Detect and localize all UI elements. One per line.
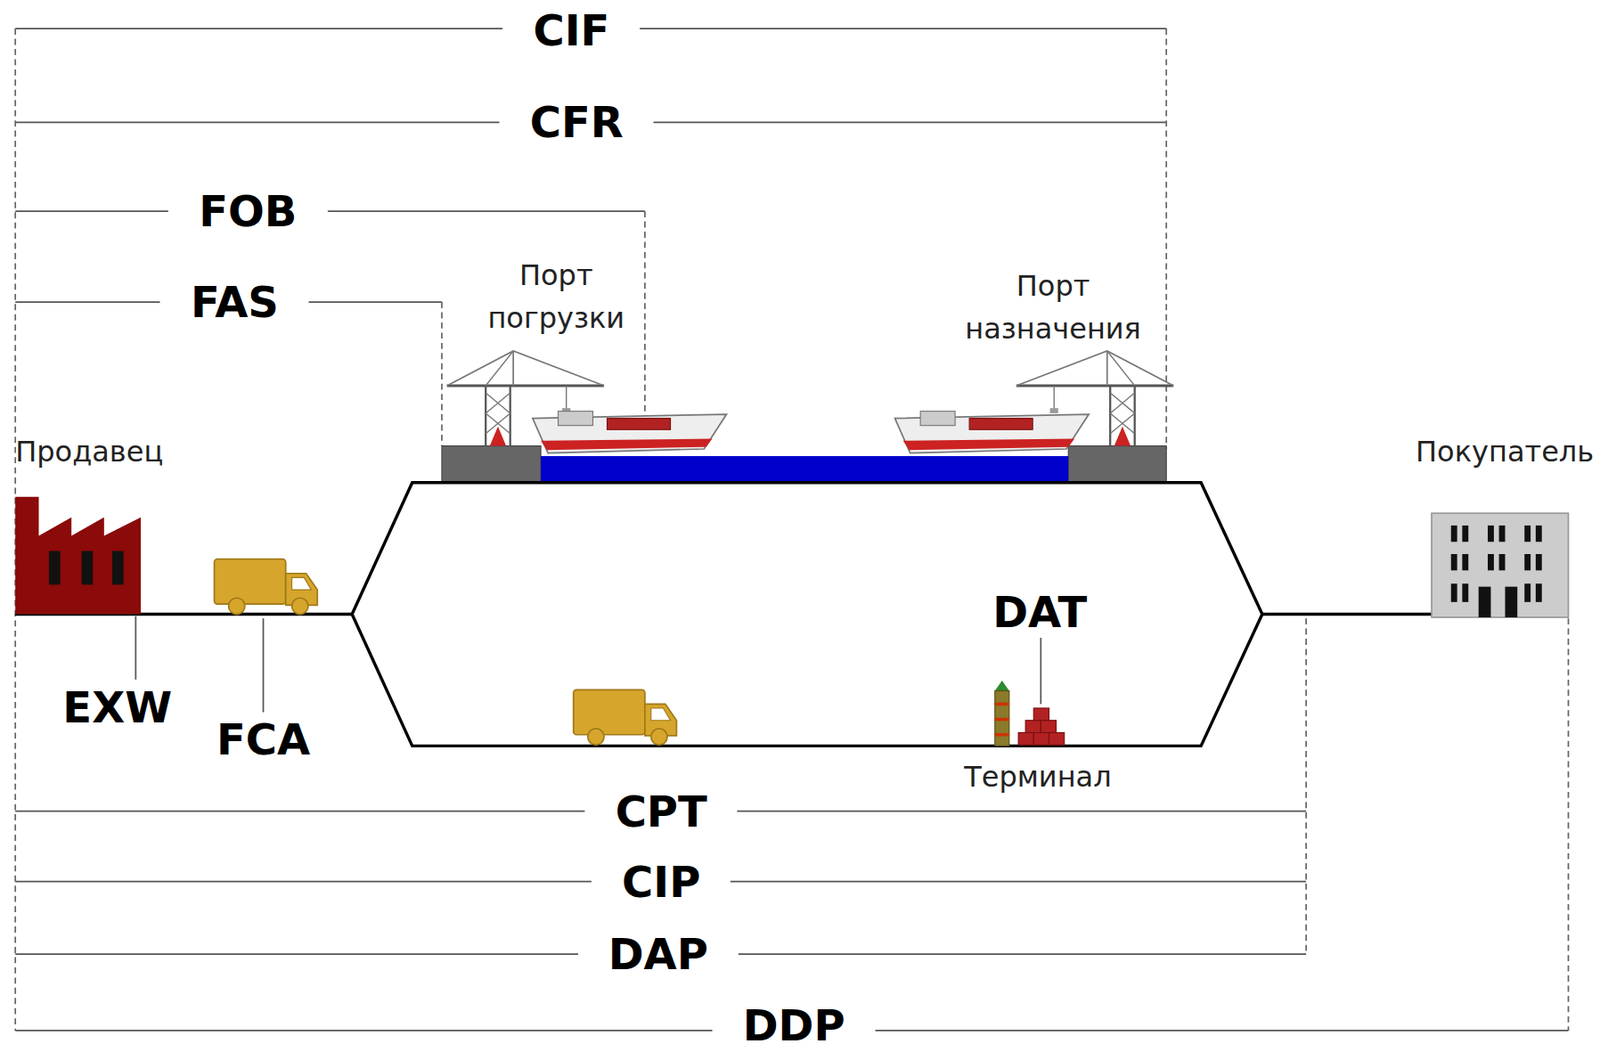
terminal-icon [1033,732,1049,745]
bracket-lines [15,28,1568,1031]
buyer-building [1535,554,1543,571]
factory [81,551,94,586]
buyer-building [1499,525,1506,542]
bracket-lines [15,210,645,213]
code-label: CIP [591,857,731,907]
party-label: Покупатель [1415,430,1594,474]
buyer-building [1499,554,1506,571]
buyer-building [1478,587,1492,618]
buyer-building [1461,554,1469,571]
route-outline [1262,612,1434,616]
buyer-building [1487,525,1494,542]
buyer-building [1487,554,1494,571]
port-area [540,456,1069,483]
code-label: DDP [712,1000,876,1051]
port-area [1068,446,1167,483]
buyer-building [1461,525,1469,542]
buyer-building [1431,513,1568,618]
buyer-building [1431,513,1568,618]
dashed-limits [440,302,443,447]
terminal-icon [1048,732,1064,745]
factory [15,497,141,615]
leader-lines [1039,637,1042,704]
buyer-building [1451,525,1458,542]
terminal-icon [995,680,1010,691]
terminal-icon [1033,708,1049,721]
factory [112,551,124,586]
dashed-limits [1305,618,1307,955]
truck-road [214,559,319,615]
code-label: CIF [502,5,640,56]
terminal-icon [1018,732,1034,745]
port-label: Порт назначения [950,264,1156,351]
code-label: DAT [992,590,1087,634]
buyer-building [1524,583,1531,603]
route-outline [15,482,1434,747]
truck-main [573,689,678,745]
terminal-icon [1025,720,1041,734]
ship-right [895,411,1090,454]
factory [48,551,61,586]
buyer-building [1504,587,1518,618]
code-label: FAS [160,277,310,327]
terminal-icon [995,733,1010,736]
code-label: FCA [216,718,311,761]
leader-lines [135,616,1041,713]
code-label: EXW [62,685,172,729]
terminal-icon [995,680,1065,746]
dashed-limits [1567,618,1570,1031]
leader-lines [134,616,137,680]
party-label: Продавец [15,430,164,474]
port-label: Порт погрузки [453,253,659,340]
buyer-building [1451,554,1458,571]
leader-lines [262,618,265,712]
port-area [441,446,541,483]
factory [15,497,141,615]
buyer-building [1451,583,1458,603]
buyer-building [1461,583,1469,603]
buyer-building [1524,525,1531,542]
code-label: CFR [499,97,654,147]
buyer-building [1535,525,1543,542]
terminal-icon [1018,708,1065,745]
terminal-icon [995,702,1010,706]
route-outline [351,482,1263,747]
code-label: CPT [585,786,738,837]
buyer-building [1524,554,1531,571]
terminal-icon [995,690,1010,746]
dashed-limits [15,28,1568,1031]
buyer-building [1535,583,1543,603]
code-label: DAP [578,929,739,980]
terminal-label: Терминал [963,755,1111,799]
buyer-building [1451,525,1543,618]
dashed-limits [644,211,646,419]
terminal-icon [1040,720,1056,734]
terminal-icon [995,718,1010,721]
ship-left [532,411,727,454]
code-label: FOB [168,186,327,237]
